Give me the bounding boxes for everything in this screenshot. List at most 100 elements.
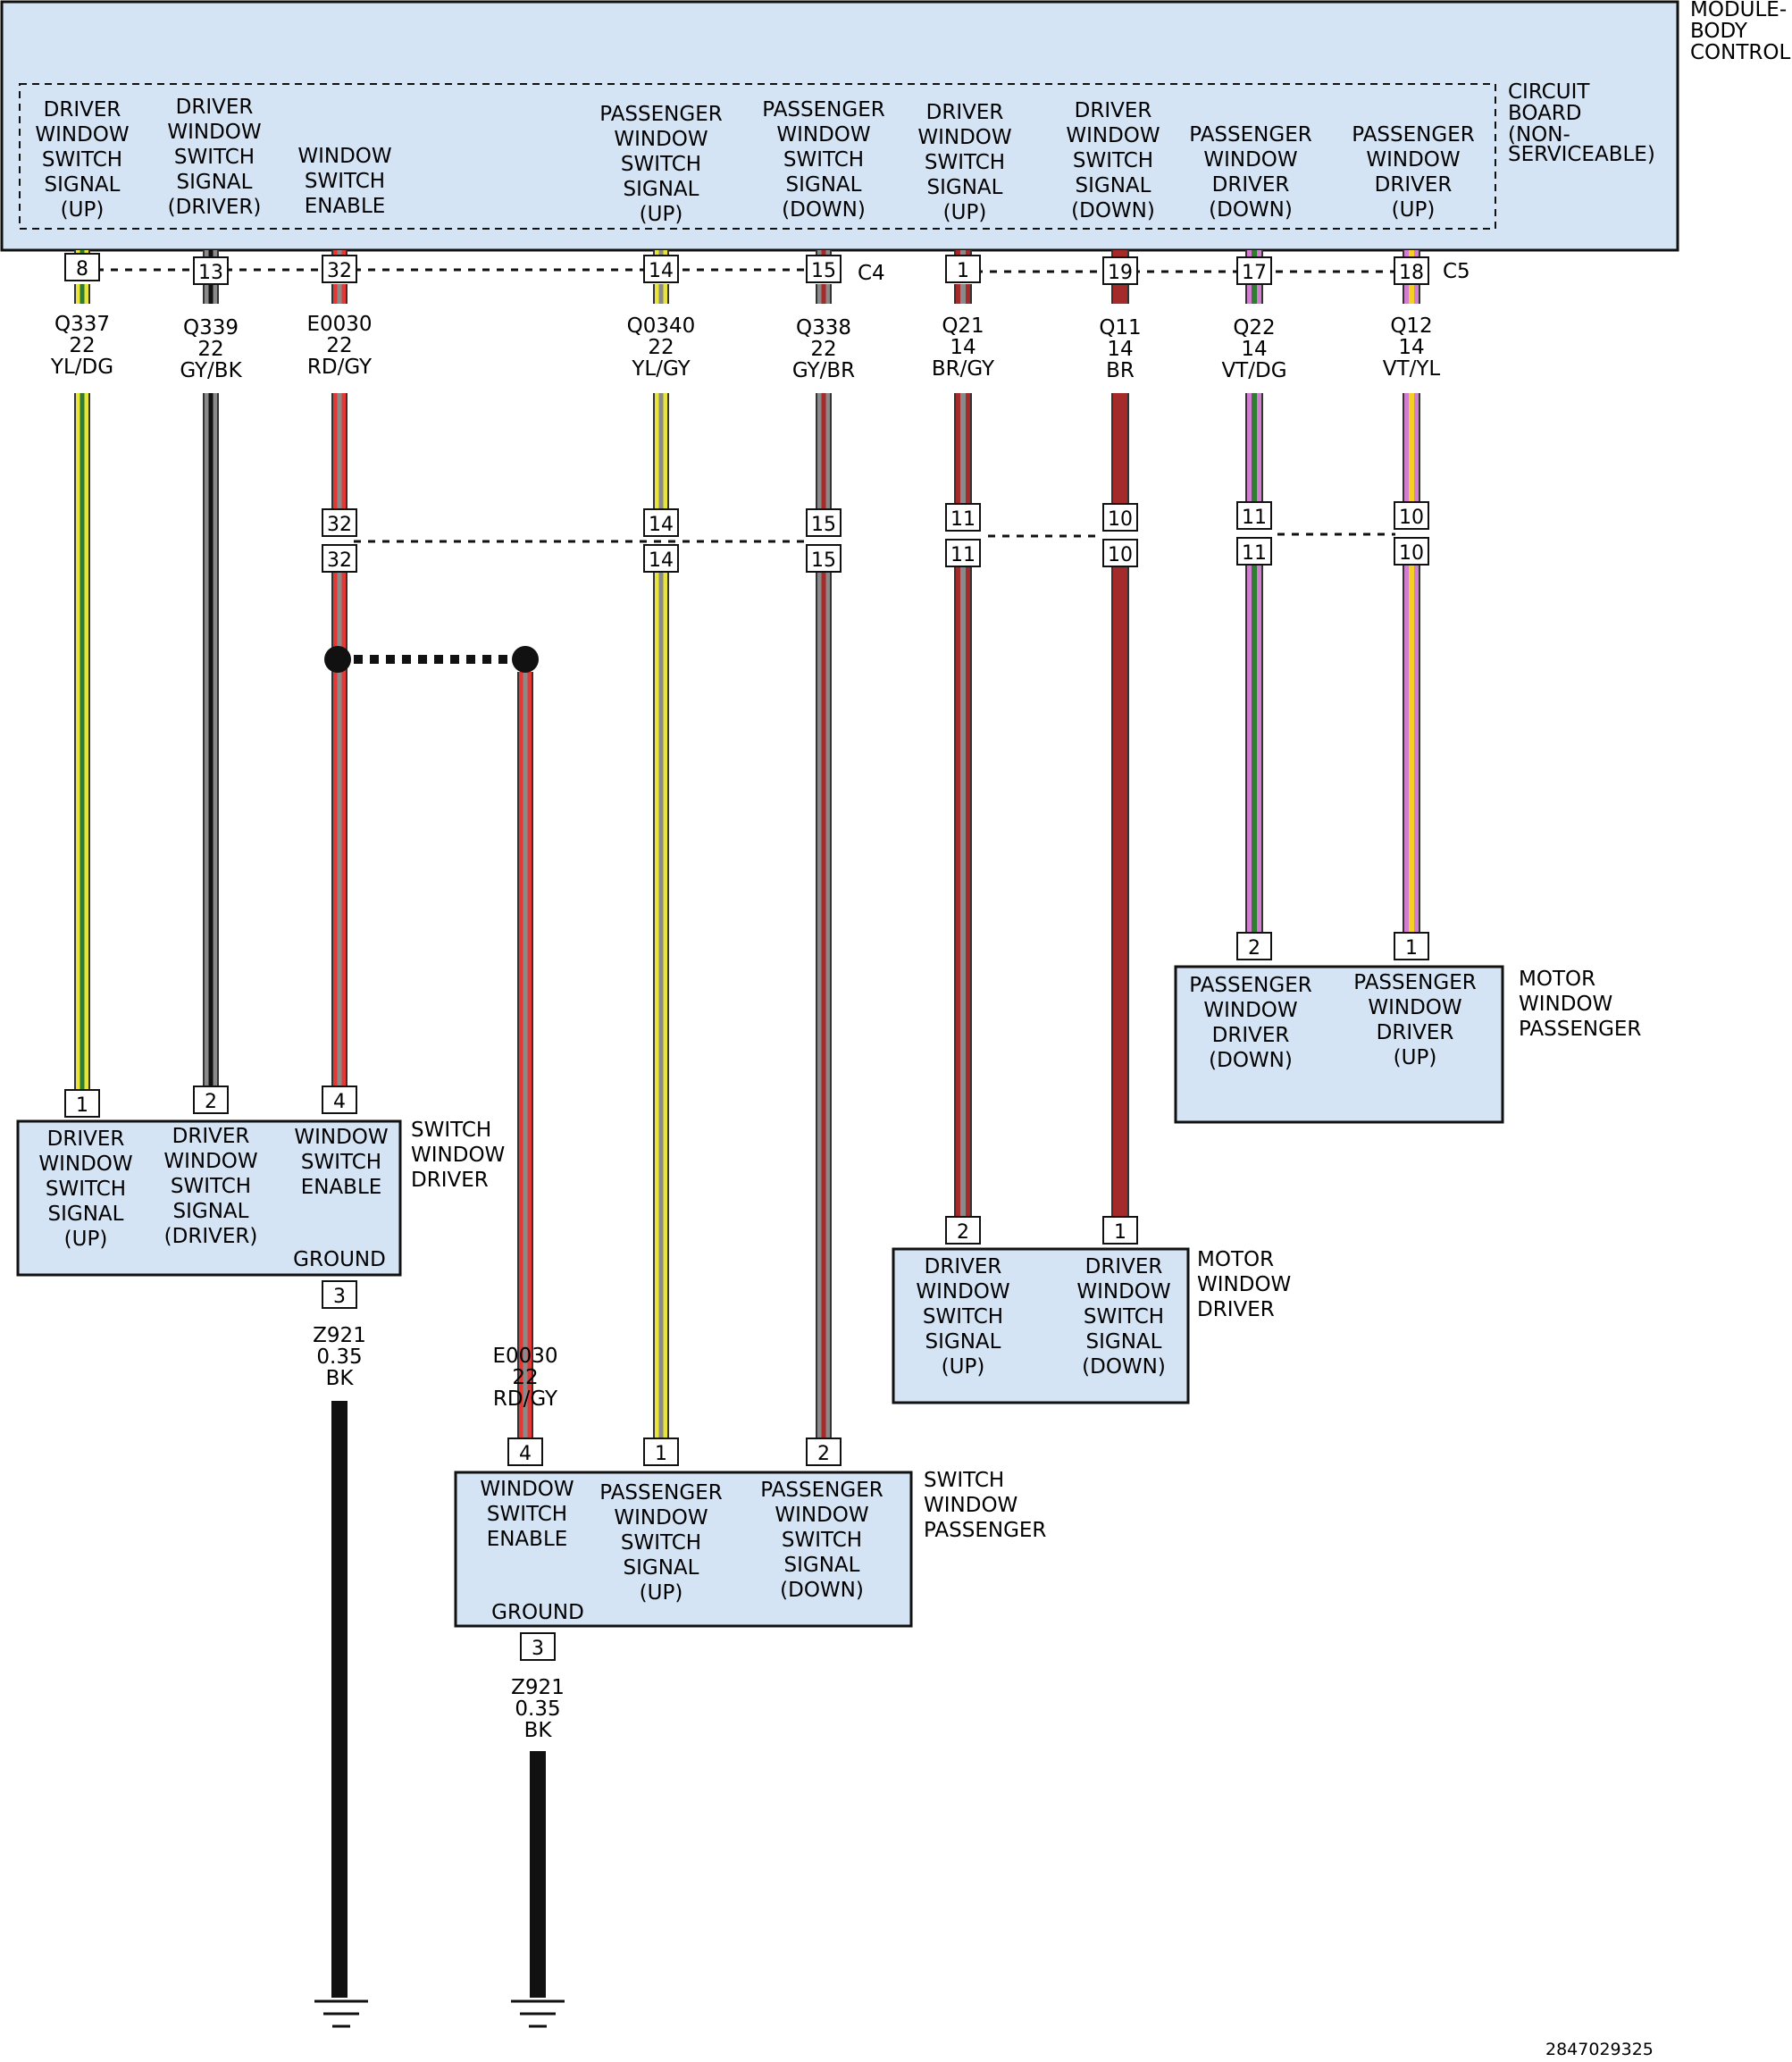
module-box [0,0,1679,252]
switch-driver-ground-label: GROUND [293,1248,386,1271]
inline-pin-upper: 10 [1399,507,1424,529]
splice-dot-right [512,646,539,673]
module-pin: 17 [1242,262,1267,284]
motor-passenger-pin: 2 [1248,937,1260,960]
module-pin-box [1102,256,1138,285]
inline-pin-lower: 10 [1399,542,1424,565]
splice-dot-left [324,646,351,673]
switch-passenger-pin: 3 [532,1638,544,1660]
wires [74,250,1420,1998]
module-pin: 15 [811,260,836,282]
inline-pin-upper: 15 [811,514,836,536]
switch-driver-box [16,1119,402,1277]
motor-passenger-box [1174,965,1504,1124]
inline-pin-lower: 11 [950,544,976,566]
switch-passenger-name: SWITCH WINDOW PASSENGER [924,1469,1046,1542]
inline-pin-upper-box [945,503,981,532]
motor-driver-pin: 1 [1114,1221,1126,1244]
switch-passenger-pin: 4 [519,1443,532,1465]
switch-passenger-pin-box [520,1632,556,1661]
switch-passenger-pin-box [643,1438,679,1466]
module-pin: 18 [1399,262,1424,284]
motor-passenger-pin-box [1236,932,1272,960]
motor-passenger-pin-box [1394,932,1429,960]
switch-driver-pin-box [193,1085,229,1114]
inline-pin-upper-box [1102,503,1138,532]
inline-pin-upper: 14 [649,514,674,536]
inline-pin-lower: 15 [811,549,836,572]
inline-pin-lower: 32 [327,549,352,572]
module-pin: 13 [198,262,223,284]
ground-symbol-passenger [511,1999,565,2028]
inline-pin-upper-box [1394,501,1429,530]
inline-pin-lower: 14 [649,549,674,572]
switch-driver-pin: 4 [333,1091,346,1113]
motor-passenger-name: MOTOR WINDOW PASSENGER [1519,968,1641,1041]
inline-pin-lower-box [806,544,842,573]
motor-driver-pin: 2 [957,1221,969,1244]
switch-passenger-pin: 2 [817,1443,830,1465]
inline-pin-upper: 11 [950,508,976,531]
inline-pin-upper-box [643,508,679,537]
body-control-module: MODULE- BODY CONTROL CIRCUIT BOARD (NON-… [0,0,1791,285]
module-pin-box [1236,256,1272,285]
inline-pin-upper: 32 [327,514,352,536]
module-pin-box [64,253,100,281]
module-pin: 14 [649,260,674,282]
switch-driver-pin: 3 [333,1286,346,1308]
module-pin: 8 [76,258,88,281]
switch-passenger-ground-label: GROUND [491,1601,584,1624]
module-pin-box [806,255,842,283]
switch-passenger-box [454,1471,913,1628]
inline-pin-lower-box [1236,537,1272,566]
inline-pin-lower-box [322,544,357,573]
circuit-board-outline [19,83,1496,230]
module-pin-box [193,256,229,285]
motor-driver-box [892,1247,1190,1404]
inline-pin-lower: 11 [1242,542,1267,565]
module-pin-box [1394,256,1429,285]
motor-passenger-pin: 1 [1405,937,1418,960]
connector-c4-label: C4 [858,262,885,285]
switch-passenger-pin-box [806,1438,842,1466]
switch-driver-name: SWITCH WINDOW DRIVER [411,1119,512,1192]
module-pin: 1 [957,260,969,282]
inline-pin-lower-box [1102,539,1138,567]
inline-pin-lower: 10 [1108,544,1133,566]
switch-driver-pin-box [322,1280,357,1309]
